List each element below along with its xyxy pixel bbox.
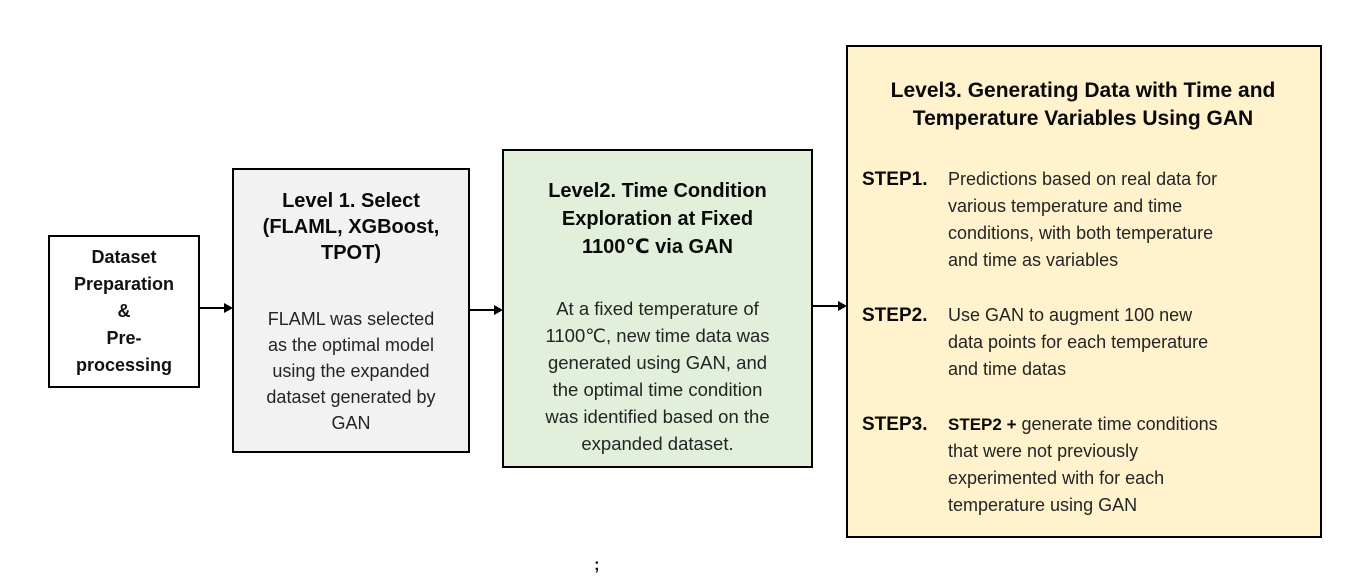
box-level2-time-exploration: Level2. Time Condition Exploration at Fi… bbox=[502, 149, 813, 468]
level3-title: Level3. Generating Data with Time and Te… bbox=[890, 79, 1276, 130]
arrow-right-icon-1 bbox=[200, 307, 231, 309]
dataset-box-label: Dataset Preparation & Pre- processing bbox=[73, 247, 175, 375]
level2-body: At a fixed temperature of 1100℃, new tim… bbox=[545, 298, 770, 454]
arrow-right-icon-3 bbox=[813, 305, 845, 307]
box-dataset-preparation: Dataset Preparation & Pre- processing bbox=[48, 235, 200, 388]
step3-body: STEP2 + generate time conditions that we… bbox=[948, 411, 1304, 519]
level1-title: Level 1. Select (FLAML, XGBoost, TPOT) bbox=[262, 190, 440, 264]
level2-title: Level2. Time Condition Exploration at Fi… bbox=[548, 180, 767, 258]
level1-body: FLAML was selected as the optimal model … bbox=[266, 309, 436, 433]
step1-body: Predictions based on real data for vario… bbox=[948, 169, 1218, 270]
step2-item: STEP2. Use GAN to augment 100 new data p… bbox=[862, 302, 1304, 383]
step1-label: STEP1. bbox=[862, 169, 928, 190]
level3-steps: STEP1. Predictions based on real data fo… bbox=[862, 166, 1304, 519]
step2-body: Use GAN to augment 100 new data points f… bbox=[948, 305, 1209, 379]
step3-body-rest: generate time conditions that were not p… bbox=[948, 414, 1218, 515]
stray-mark: ; bbox=[594, 555, 600, 574]
box-level1-select: Level 1. Select (FLAML, XGBoost, TPOT) F… bbox=[232, 168, 470, 453]
step2-label: STEP2. bbox=[862, 305, 928, 326]
step1-item: STEP1. Predictions based on real data fo… bbox=[862, 166, 1304, 274]
step3-item: STEP3. STEP2 + generate time conditions … bbox=[862, 411, 1304, 519]
step3-body-bold: STEP2 + bbox=[948, 415, 1017, 434]
step3-label: STEP3. bbox=[862, 414, 928, 435]
box-level3-gan-generation: Level3. Generating Data with Time and Te… bbox=[846, 45, 1322, 538]
arrow-right-icon-2 bbox=[470, 309, 501, 311]
